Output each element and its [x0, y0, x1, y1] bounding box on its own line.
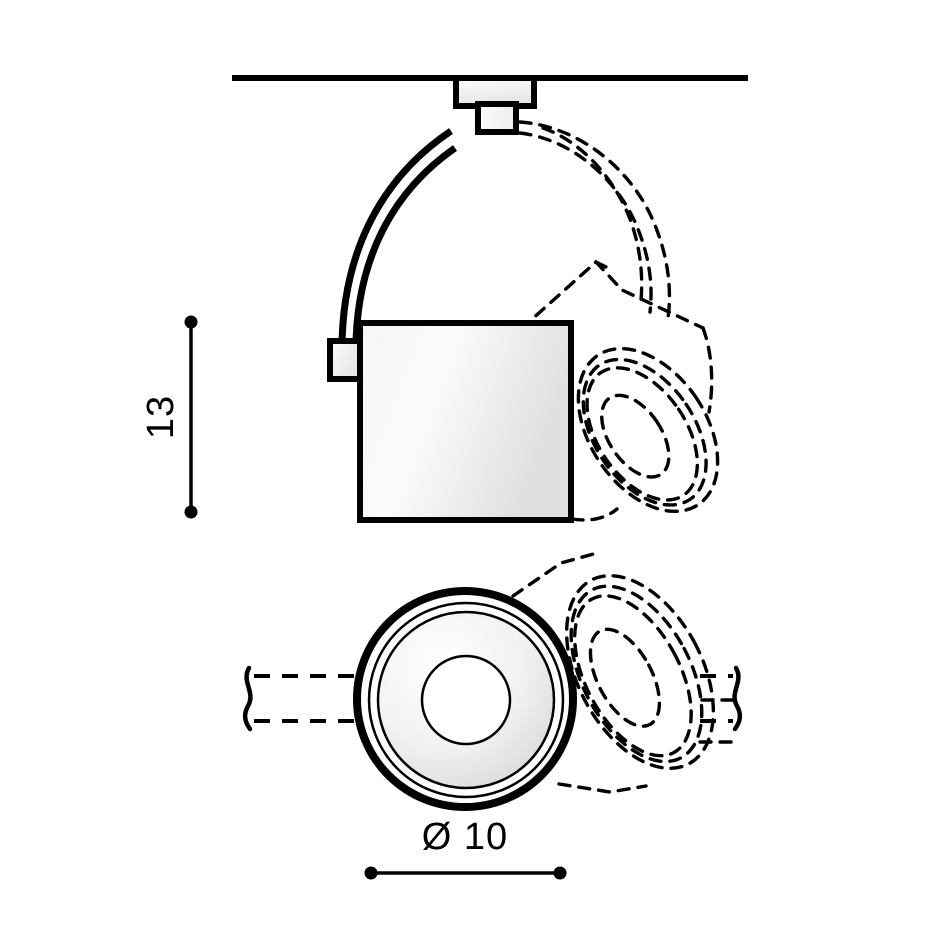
elevation-view: 13 — [140, 75, 748, 523]
phantom-ring-mid — [581, 357, 708, 507]
phantom-plan-ring-core — [588, 627, 662, 728]
lamp-ring-aperture — [420, 654, 512, 746]
phantom-plan — [511, 551, 735, 794]
phantom-arm-inner — [518, 131, 653, 314]
break-symbol-right — [732, 665, 743, 732]
dimension-height-dot-top — [184, 315, 198, 329]
phantom-arm-outer — [518, 120, 672, 320]
break-symbol-left — [242, 665, 253, 732]
phantom-ring-inner — [585, 366, 700, 502]
support-arm — [338, 128, 458, 359]
track-rail-right — [700, 674, 733, 723]
phantom-plan-top-link — [511, 551, 599, 598]
support-arm-outer — [338, 128, 453, 359]
phantom-plan-ring-mid — [569, 584, 704, 764]
support-arm-inner — [352, 145, 458, 359]
dimension-height-dot-bottom — [184, 505, 198, 519]
track-rail-left — [254, 674, 378, 723]
phantom-joint-tick — [594, 260, 610, 270]
mount-stem — [475, 101, 519, 135]
phantom-plan-bottom-link — [557, 782, 648, 794]
dimension-height: 13 — [140, 315, 198, 519]
dimension-diameter-dot-right — [553, 866, 567, 880]
lamp-rings — [353, 587, 577, 811]
phantom-plan-ring-inner — [573, 594, 693, 758]
phantom-body-right — [701, 326, 714, 414]
lamp-body — [357, 320, 574, 523]
phantom-body-top — [519, 259, 705, 331]
phantom-body-bottom — [570, 507, 619, 522]
phantom-rotated — [518, 120, 720, 522]
dimension-height-label: 13 — [140, 395, 182, 439]
phantom-arm-mid — [541, 126, 644, 302]
plan-view: Ø 10 — [242, 551, 743, 880]
phantom-ring-outer — [576, 346, 720, 514]
phantom-ring-core — [600, 393, 671, 479]
dimension-diameter-label: Ø 10 — [422, 816, 508, 858]
dimension-diameter — [364, 866, 567, 880]
phantom-plan-ring-outer — [564, 573, 716, 771]
dimension-diameter-dot-left — [364, 866, 378, 880]
